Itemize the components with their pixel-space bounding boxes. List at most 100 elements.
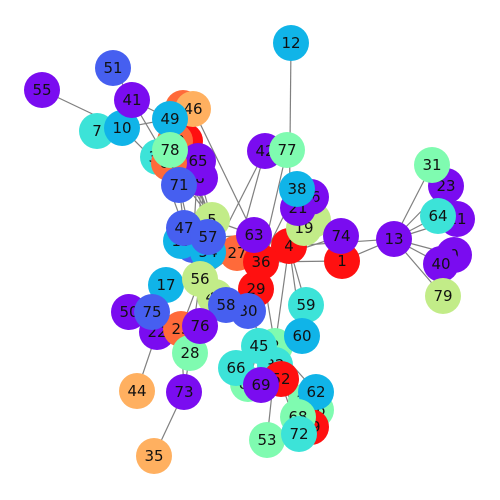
node-41[interactable]: 41: [114, 82, 150, 118]
node-79[interactable]: 79: [425, 278, 461, 314]
node-label-58: 58: [216, 296, 235, 314]
node-49[interactable]: 49: [152, 101, 188, 137]
node-53[interactable]: 53: [249, 422, 285, 458]
node-label-28: 28: [180, 344, 199, 362]
node-label-64: 64: [428, 207, 447, 225]
node-circle-49: [152, 101, 188, 137]
node-circle-44: [119, 373, 155, 409]
node-71[interactable]: 71: [161, 167, 197, 203]
node-circle-38: [279, 171, 315, 207]
node-circle-74: [323, 218, 359, 254]
node-label-4: 4: [284, 237, 294, 255]
node-31[interactable]: 31: [414, 147, 450, 183]
node-label-38: 38: [287, 180, 306, 198]
node-label-31: 31: [422, 156, 441, 174]
node-label-35: 35: [144, 447, 163, 465]
node-label-46: 46: [183, 100, 202, 118]
node-circle-36: [243, 244, 279, 280]
node-60[interactable]: 60: [284, 318, 320, 354]
node-circle-75: [134, 294, 170, 330]
node-circle-41: [114, 82, 150, 118]
node-circle-77: [269, 132, 305, 168]
node-label-17: 17: [156, 276, 175, 294]
node-circle-13: [376, 221, 412, 257]
node-circle-10: [104, 110, 140, 146]
node-57[interactable]: 57: [190, 219, 226, 255]
node-label-12: 12: [281, 34, 300, 52]
node-58[interactable]: 58: [208, 287, 244, 323]
node-circle-58: [208, 287, 244, 323]
node-59[interactable]: 59: [288, 287, 324, 323]
node-label-51: 51: [103, 59, 122, 77]
node-label-62: 62: [306, 383, 325, 401]
node-69[interactable]: 69: [243, 367, 279, 403]
node-45[interactable]: 45: [241, 328, 277, 364]
node-label-77: 77: [277, 141, 296, 159]
node-circle-31: [414, 147, 450, 183]
node-44[interactable]: 44: [119, 373, 155, 409]
node-label-13: 13: [384, 230, 403, 248]
node-label-40: 40: [431, 255, 450, 273]
node-circle-76: [182, 308, 218, 344]
node-76[interactable]: 76: [182, 308, 218, 344]
node-28[interactable]: 28: [172, 335, 208, 371]
node-label-10: 10: [112, 119, 131, 137]
node-40[interactable]: 40: [423, 246, 459, 282]
node-77[interactable]: 77: [269, 132, 305, 168]
node-label-71: 71: [169, 176, 188, 194]
node-label-65: 65: [188, 152, 207, 170]
node-circle-12: [273, 25, 309, 61]
node-75[interactable]: 75: [134, 294, 170, 330]
node-circle-71: [161, 167, 197, 203]
node-label-44: 44: [127, 382, 146, 400]
node-label-73: 73: [174, 383, 193, 401]
node-17[interactable]: 17: [148, 267, 184, 303]
node-74[interactable]: 74: [323, 218, 359, 254]
edge-46-63: [192, 108, 255, 236]
node-label-57: 57: [198, 228, 217, 246]
node-circle-63: [236, 217, 272, 253]
node-circle-69: [243, 367, 279, 403]
node-circle-78: [152, 132, 188, 168]
node-62[interactable]: 62: [298, 374, 334, 410]
node-label-53: 53: [257, 431, 276, 449]
node-label-36: 36: [251, 253, 270, 271]
node-78[interactable]: 78: [152, 132, 188, 168]
node-10[interactable]: 10: [104, 110, 140, 146]
node-label-59: 59: [296, 296, 315, 314]
node-38[interactable]: 38: [279, 171, 315, 207]
node-circle-45: [241, 328, 277, 364]
node-36[interactable]: 36: [243, 244, 279, 280]
node-56[interactable]: 56: [182, 261, 218, 297]
node-circle-35: [136, 438, 172, 474]
node-55[interactable]: 55: [24, 72, 60, 108]
node-12[interactable]: 12: [273, 25, 309, 61]
node-51[interactable]: 51: [95, 50, 131, 86]
node-circle-59: [288, 287, 324, 323]
node-circle-53: [249, 422, 285, 458]
node-label-50: 50: [119, 303, 138, 321]
node-63[interactable]: 63: [236, 217, 272, 253]
node-label-1: 1: [337, 252, 347, 270]
node-64[interactable]: 64: [420, 198, 456, 234]
node-label-23: 23: [436, 177, 455, 195]
node-35[interactable]: 35: [136, 438, 172, 474]
node-label-74: 74: [331, 227, 350, 245]
node-circle-65: [180, 143, 216, 179]
node-label-63: 63: [244, 226, 263, 244]
node-circle-17: [148, 267, 184, 303]
node-65[interactable]: 65: [180, 143, 216, 179]
node-label-55: 55: [32, 81, 51, 99]
node-13[interactable]: 13: [376, 221, 412, 257]
node-label-45: 45: [249, 337, 268, 355]
node-label-27: 27: [227, 244, 246, 262]
node-label-78: 78: [160, 141, 179, 159]
node-label-41: 41: [122, 91, 141, 109]
node-label-75: 75: [142, 303, 161, 321]
node-label-60: 60: [292, 327, 311, 345]
node-label-7: 7: [92, 122, 102, 140]
node-73[interactable]: 73: [166, 374, 202, 410]
node-label-76: 76: [190, 317, 209, 335]
node-72[interactable]: 72: [281, 416, 317, 452]
